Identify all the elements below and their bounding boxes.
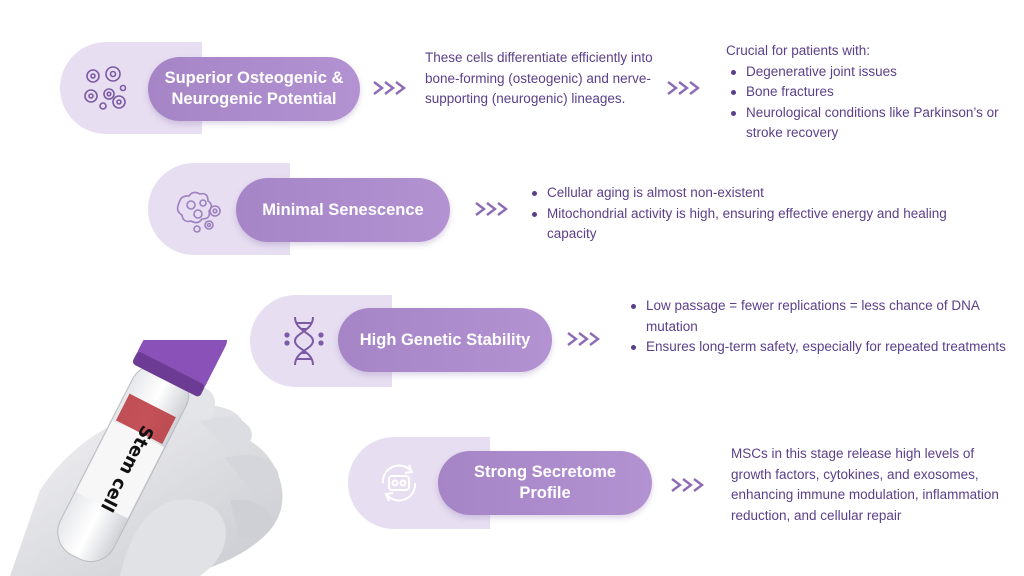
bullets-genetic-stability: Low passage = fewer replications = less … (626, 296, 1006, 358)
icon-circle-4 (360, 444, 438, 522)
chevron-arrows-icon (475, 202, 508, 216)
list-item: Neurological conditions like Parkinson’s… (726, 103, 1016, 144)
list-item: Bone fractures (726, 82, 1016, 103)
list-item: Ensures long-term safety, especially for… (626, 337, 1006, 358)
icon-circle-2 (160, 170, 238, 248)
list-item: Cellular aging is almost non-existent (527, 183, 997, 204)
description-secretome: MSCs in this stage release high levels o… (731, 446, 999, 523)
tube-label (76, 420, 165, 519)
list-item: Mitochondrial activity is high, ensuring… (527, 204, 997, 245)
pill-secretome: Strong Secretome Profile (438, 451, 652, 515)
bullets-senescence: Cellular aging is almost non-existent Mi… (527, 183, 997, 245)
cells-icon (84, 66, 127, 110)
list-item: Low passage = fewer replications = less … (626, 296, 1006, 337)
cell-cluster-icon (176, 191, 221, 233)
detail-heading: Crucial for patients with: (726, 43, 871, 58)
secretome-icon (381, 464, 417, 502)
description-osteogenic: These cells differentiate efficiently in… (425, 50, 653, 106)
dna-icon (284, 316, 324, 366)
pill-genetic-stability: High Genetic Stability (338, 308, 552, 372)
chevron-arrows-icon (671, 478, 704, 492)
pill-senescence: Minimal Senescence (236, 178, 450, 242)
list-item: Degenerative joint issues (726, 62, 1016, 83)
chevron-arrows-icon (373, 81, 406, 95)
icon-circle-1 (66, 49, 144, 127)
icon-circle-3 (265, 302, 343, 380)
stem-cell-tube-illustration: Stem cell (10, 340, 283, 576)
chevron-arrows-icon (567, 332, 600, 346)
chevron-arrows-icon (667, 81, 700, 95)
detail-osteogenic: Crucial for patients with: Degenerative … (726, 41, 1016, 144)
pill-osteogenic: Superior Osteogenic & Neurogenic Potenti… (148, 57, 360, 121)
